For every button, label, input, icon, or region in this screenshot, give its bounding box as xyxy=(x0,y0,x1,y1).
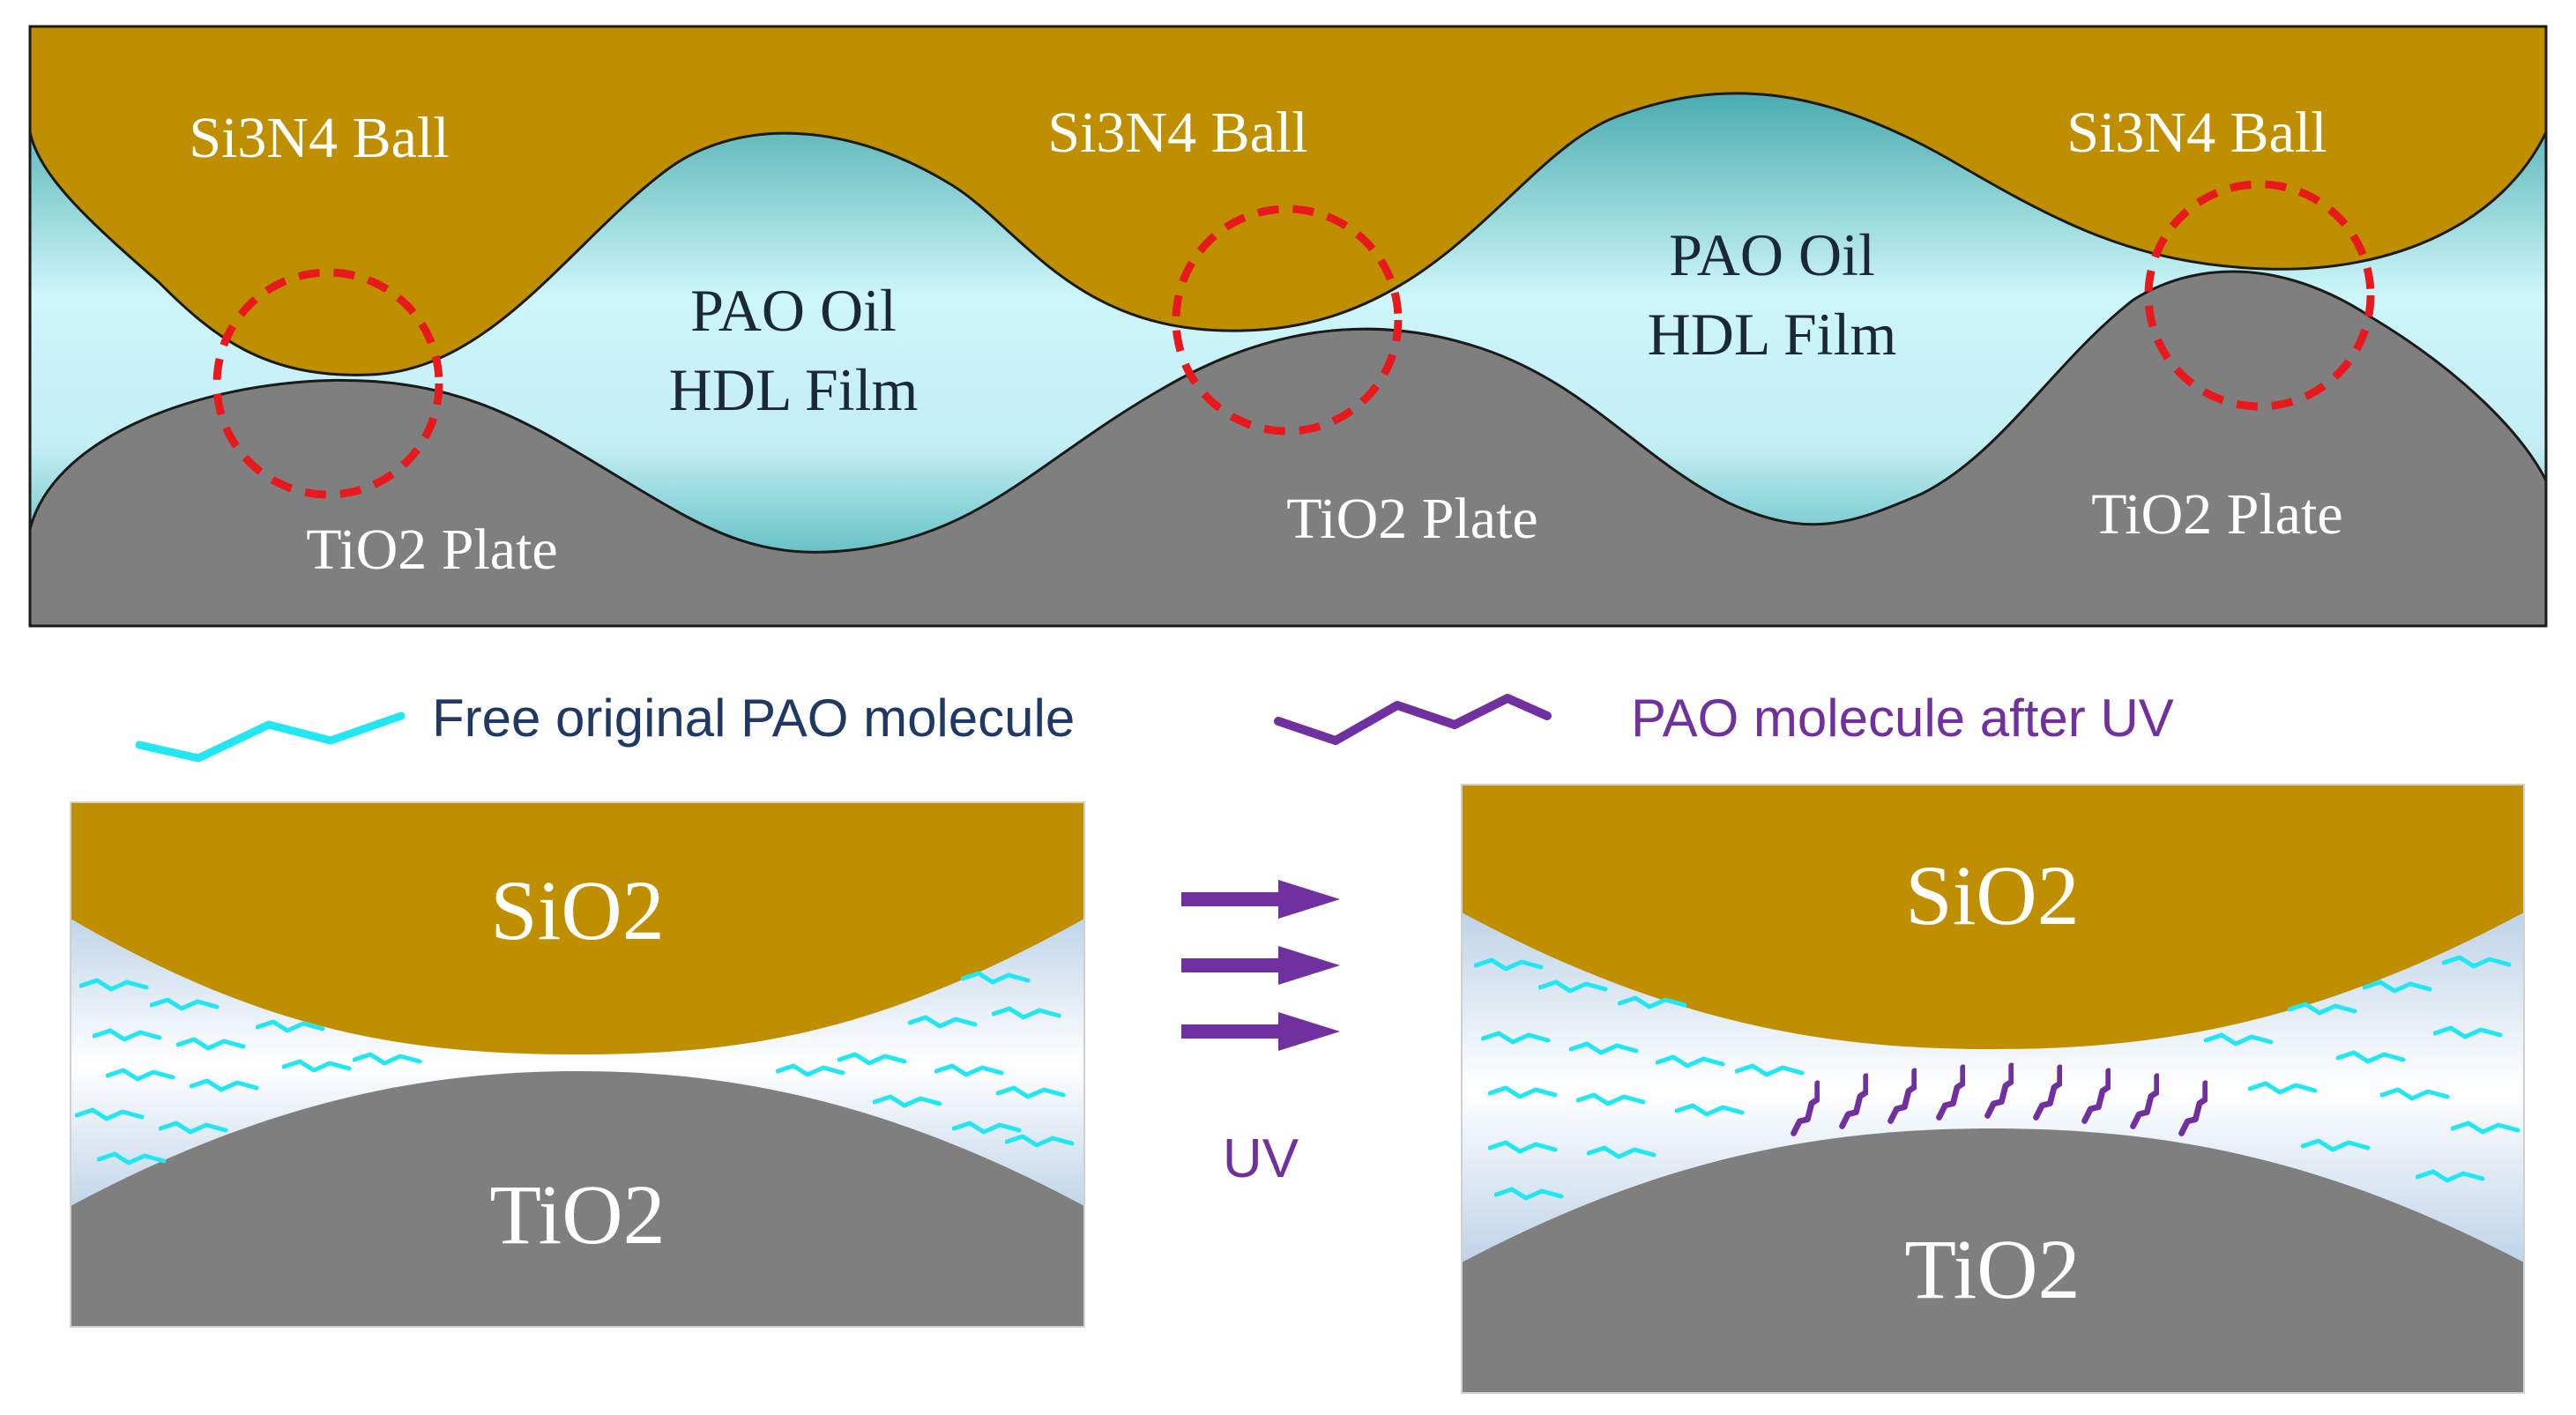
tio2-plate-surface xyxy=(28,270,2548,628)
oil-label-line2: HDL Film xyxy=(669,356,919,423)
top-panel-border xyxy=(28,25,2548,628)
oil-label-line2: HDL Film xyxy=(1648,301,1897,368)
uv-process-arrows: UV xyxy=(1181,880,1340,1189)
ball-label: Si3N4 Ball xyxy=(1047,101,1307,165)
oil-label-line1: PAO Oil xyxy=(1669,221,1875,288)
panel-frame xyxy=(1461,784,2525,1394)
tio2-surface xyxy=(1462,1128,2524,1393)
contact-circle xyxy=(212,268,443,499)
legend-uv-molecule-label: PAO molecule after UV xyxy=(1631,689,2174,748)
sio2-surface xyxy=(1462,785,2524,1049)
panel-frame xyxy=(70,801,1085,1328)
plate-label: TiO2 Plate xyxy=(2091,482,2342,547)
arrow-right-icon xyxy=(1181,880,1340,919)
oil-label-line1: PAO Oil xyxy=(690,277,897,344)
sio2-surface xyxy=(71,802,1084,1054)
arrow-right-icon xyxy=(1181,946,1340,985)
sio2-label: SiO2 xyxy=(1905,848,2079,942)
bottom-right-panel: SiO2 TiO2 xyxy=(1461,784,2525,1394)
uv-label: UV xyxy=(1223,1128,1299,1189)
free-pao-molecule-icon xyxy=(135,711,406,763)
tio2-surface xyxy=(71,1071,1084,1327)
contact-circle xyxy=(1172,205,1403,436)
plate-label: TiO2 Plate xyxy=(1286,487,1537,551)
ball-label: Si3N4 Ball xyxy=(2066,101,2327,165)
top-panel: Si3N4 Ball Si3N4 Ball Si3N4 Ball PAO Oil… xyxy=(28,25,2548,628)
plate-label: TiO2 Plate xyxy=(306,518,557,582)
si3n4-ball-surface xyxy=(28,25,2548,376)
tio2-label: TiO2 xyxy=(1904,1222,2080,1316)
sio2-label: SiO2 xyxy=(490,863,664,957)
arrow-right-icon xyxy=(1181,1012,1340,1051)
tio2-label: TiO2 xyxy=(489,1167,665,1262)
legend-free-molecule-label: Free original PAO molecule xyxy=(432,689,1075,748)
legend: Free original PAO molecule PAO molecule … xyxy=(135,689,2174,763)
ball-label: Si3N4 Ball xyxy=(189,106,449,170)
contact-circle xyxy=(2144,180,2375,411)
bottom-left-panel: SiO2 TiO2 xyxy=(70,801,1085,1328)
uv-pao-molecule-icon xyxy=(1274,694,1552,745)
